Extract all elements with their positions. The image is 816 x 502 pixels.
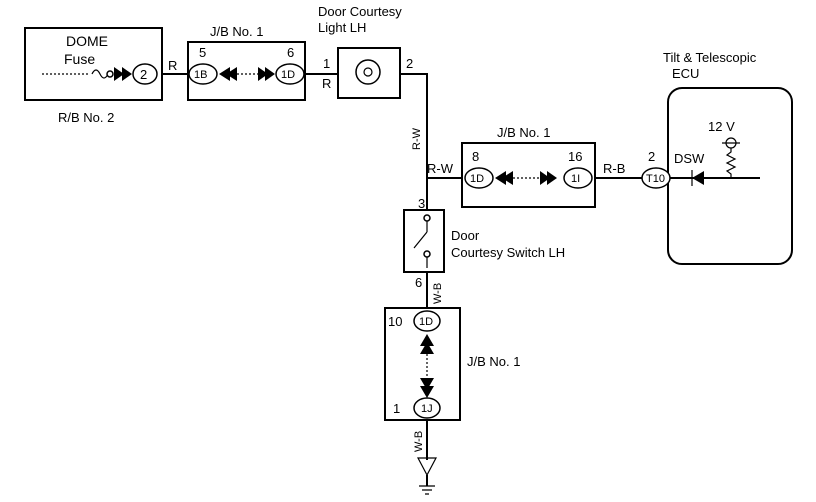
door-switch-box bbox=[403, 209, 445, 273]
svg-text:2: 2 bbox=[648, 149, 655, 164]
svg-text:3: 3 bbox=[418, 196, 425, 211]
svg-text:1J: 1J bbox=[421, 403, 433, 415]
svg-text:T10: T10 bbox=[646, 173, 665, 185]
svg-text:Door Courtesy: Door Courtesy bbox=[318, 4, 402, 19]
svg-text:R-B: R-B bbox=[603, 161, 625, 176]
svg-text:1B: 1B bbox=[194, 69, 207, 81]
connector-arrow-icon bbox=[114, 67, 132, 81]
pin-1i bbox=[563, 167, 593, 189]
svg-text:1: 1 bbox=[323, 56, 330, 71]
svg-text:1I: 1I bbox=[571, 173, 580, 185]
svg-text:10: 10 bbox=[388, 314, 402, 329]
svg-text:W-B: W-B bbox=[432, 283, 444, 304]
svg-text:J/B No. 1: J/B No. 1 bbox=[497, 125, 550, 140]
svg-text:2: 2 bbox=[140, 67, 147, 82]
pin-1d bbox=[275, 63, 305, 85]
ecu-box bbox=[667, 87, 793, 265]
svg-text:R: R bbox=[168, 58, 177, 73]
lamp-icon bbox=[355, 59, 381, 85]
svg-text:1: 1 bbox=[393, 401, 400, 416]
connector-arrow-icon bbox=[219, 67, 237, 81]
svg-text:1D: 1D bbox=[419, 316, 433, 328]
svg-text:R-W: R-W bbox=[427, 161, 454, 176]
svg-text:2: 2 bbox=[406, 56, 413, 71]
svg-text:12 V: 12 V bbox=[708, 119, 735, 134]
fuse-label: Fuse bbox=[64, 51, 95, 67]
svg-text:ECU: ECU bbox=[672, 66, 699, 81]
svg-text:16: 16 bbox=[568, 149, 582, 164]
svg-text:6: 6 bbox=[415, 275, 422, 290]
svg-text:Door: Door bbox=[451, 228, 480, 243]
svg-text:1D: 1D bbox=[281, 69, 295, 81]
connector-arrow-icon bbox=[495, 171, 513, 185]
pin-1d-bottom bbox=[413, 310, 441, 332]
svg-text:W-B: W-B bbox=[413, 431, 425, 452]
svg-text:5: 5 bbox=[199, 45, 206, 60]
svg-text:J/B No. 1: J/B No. 1 bbox=[210, 24, 263, 39]
svg-text:Tilt & Telescopic: Tilt & Telescopic bbox=[663, 50, 757, 65]
rb-no2-name: R/B No. 2 bbox=[58, 110, 114, 125]
connector-arrow-icon bbox=[258, 67, 275, 81]
svg-text:8: 8 bbox=[472, 149, 479, 164]
resistor-icon bbox=[725, 148, 737, 178]
ground-icon bbox=[419, 485, 435, 495]
connector-arrow-icon bbox=[540, 171, 557, 185]
svg-text:1D: 1D bbox=[470, 173, 484, 185]
svg-text:Courtesy Switch LH: Courtesy Switch LH bbox=[451, 245, 565, 260]
diode-icon bbox=[692, 171, 704, 185]
connector-arrow-icon bbox=[420, 334, 434, 354]
svg-text:DSW: DSW bbox=[674, 151, 705, 166]
svg-text:Light LH: Light LH bbox=[318, 20, 366, 35]
dome-label: DOME bbox=[66, 33, 108, 49]
svg-text:R-W: R-W bbox=[411, 127, 423, 150]
svg-text:6: 6 bbox=[287, 45, 294, 60]
svg-text:R: R bbox=[322, 76, 331, 91]
fuse-symbol bbox=[91, 69, 109, 79]
connector-arrow-icon bbox=[420, 378, 434, 398]
pin-1b bbox=[188, 63, 218, 85]
rb-no2-box bbox=[24, 27, 163, 101]
pin-1d-mid bbox=[464, 167, 494, 189]
svg-text:J/B No. 1: J/B No. 1 bbox=[467, 354, 520, 369]
ground-point-icon bbox=[417, 457, 437, 477]
pin-2 bbox=[132, 63, 158, 85]
pin-1j bbox=[413, 397, 441, 419]
